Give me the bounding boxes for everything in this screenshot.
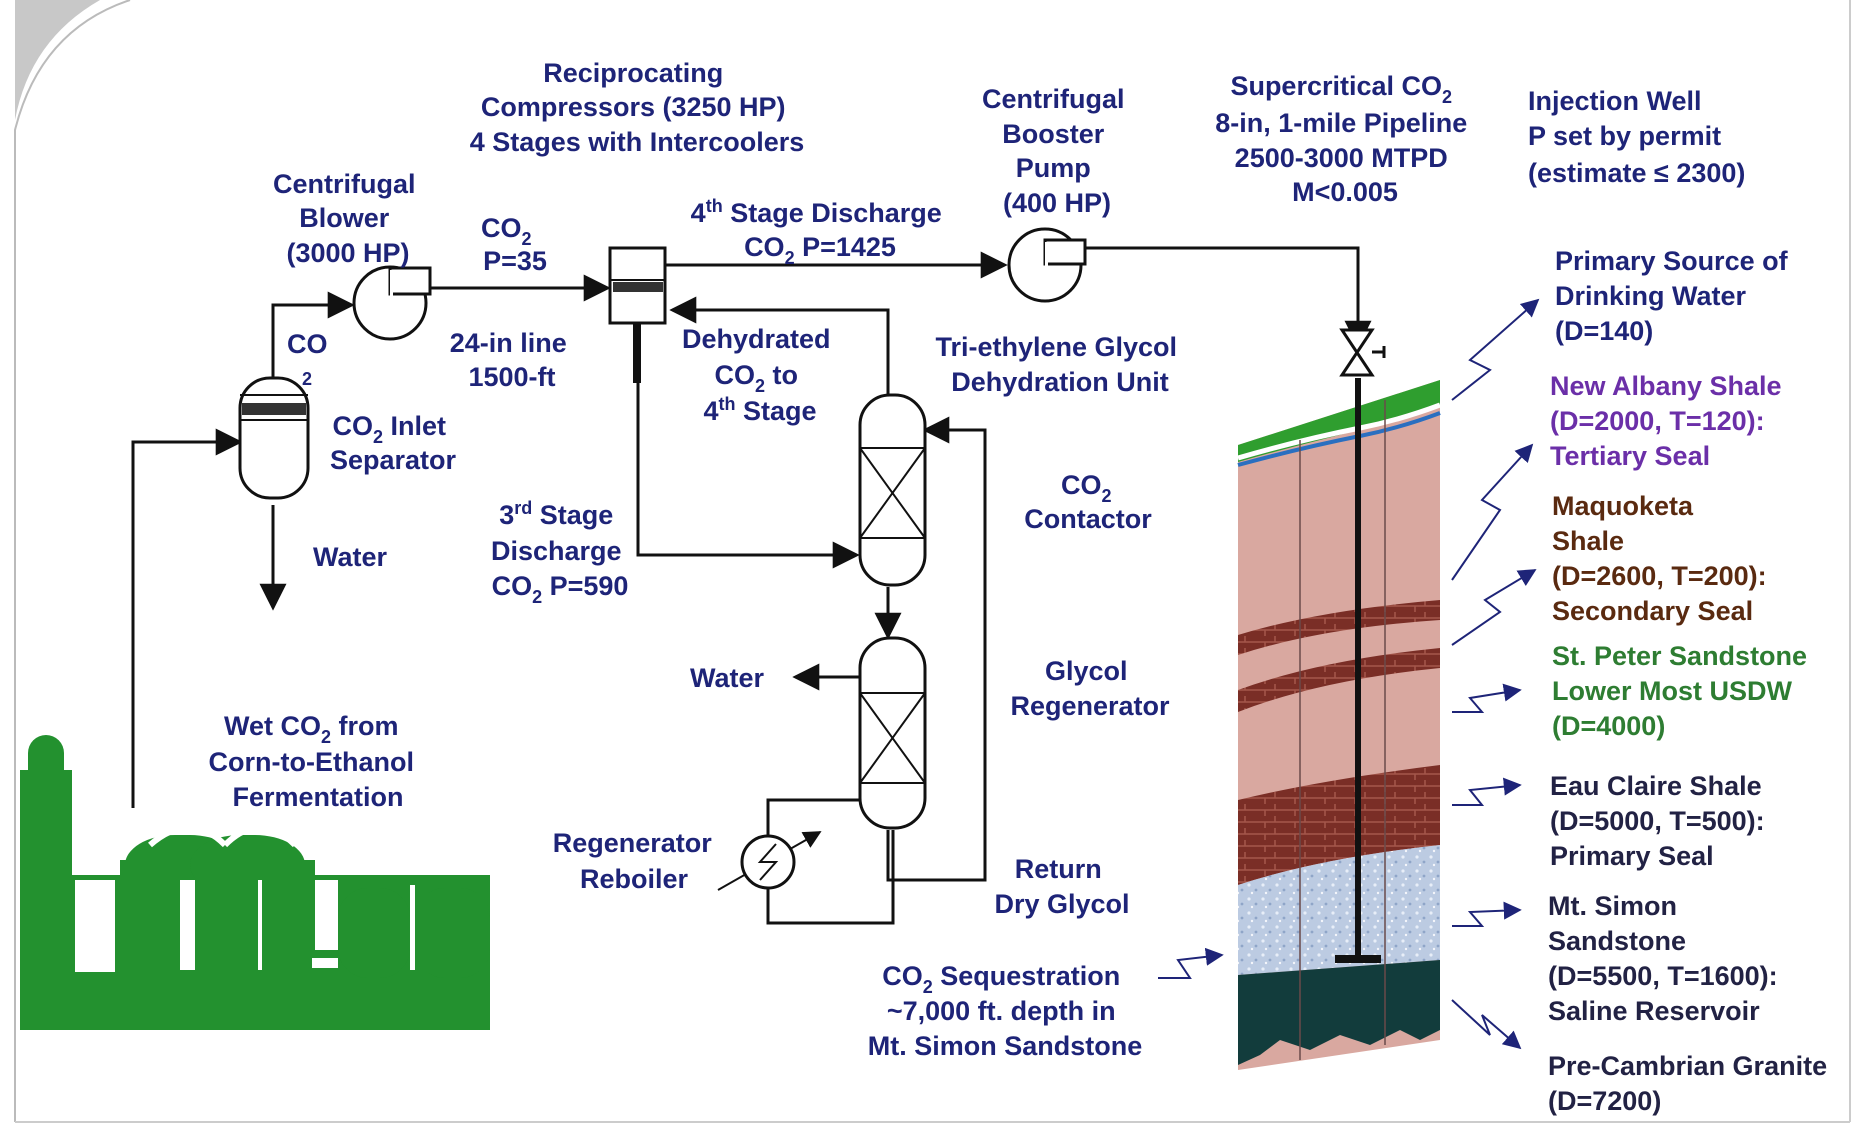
layer-label-new-albany-shale: New Albany Shale (D=2000, T=120): Tertia…	[1550, 371, 1789, 471]
reboiler-icon	[740, 834, 796, 890]
eau-claire-shale	[1238, 765, 1440, 885]
wet-co2-label: Wet CO2 from Corn-to-Ethanol Fermentatio…	[209, 711, 422, 812]
pipeline-line	[1085, 246, 1372, 348]
booster-pump-icon	[1007, 227, 1087, 303]
return-glycol-label: Return Dry Glycol	[994, 854, 1129, 919]
layer-label-drinking-water: Primary Source of Drinking Water (D=140)	[1555, 246, 1795, 346]
separator-to-blower-line	[271, 291, 355, 380]
ethanol-plant-icon	[20, 735, 490, 1030]
inlet-separator-label: CO2 Inlet Separator	[330, 411, 457, 475]
centrifugal-blower-icon	[352, 265, 432, 341]
booster-pump-label: Centrifugal Booster Pump (400 HP)	[982, 84, 1132, 218]
corner-shade	[15, 0, 100, 120]
pipeline-label: Supercritical CO2 8-in, 1-mile Pipeline …	[1215, 71, 1475, 207]
blower-label: Centrifugal Blower (3000 HP)	[273, 169, 423, 268]
layer-label-st-peter-sandstone: St. Peter Sandstone Lower Most USDW (D=4…	[1552, 641, 1815, 741]
mt-simon-sandstone	[1238, 845, 1440, 975]
inlet-separator	[238, 376, 310, 500]
glycol-regenerator-label: Glycol Regenerator	[1010, 656, 1170, 721]
co2-line-label: CO2 P=35	[481, 213, 547, 276]
water-label-left: Water	[313, 542, 388, 572]
sequestration-label: CO2 Sequestration ~7,000 ft. depth in Mt…	[868, 961, 1143, 1061]
contactor-label: CO2 Contactor	[1024, 470, 1152, 534]
layer-label-eau-claire-shale: Eau Claire Shale (D=5000, T=500): Primar…	[1550, 771, 1772, 871]
layer-leaders	[1158, 298, 1540, 1050]
shale-band-2	[1238, 648, 1440, 712]
dehydrated-label: Dehydrated CO2 to 4th Stage	[682, 324, 838, 426]
page-frame	[14, 0, 131, 1122]
return-glycol-line	[886, 416, 987, 882]
teg-unit-label: Tri-ethylene Glycol Dehydration Unit	[935, 332, 1184, 397]
compressors-label: Reciprocating Compressors (3250 HP) 4 St…	[470, 58, 805, 157]
reboiler-loop-line	[766, 798, 895, 925]
stage3-discharge-label: 3rd Stage Discharge CO2 P=590	[491, 498, 629, 607]
shale-band-1	[1238, 600, 1440, 655]
flow-lines	[131, 246, 1372, 925]
water-label-mid: Water	[690, 663, 765, 693]
co2-contactor-column	[858, 393, 927, 587]
injection-well-bore	[1355, 378, 1361, 958]
dehydrated-return-line	[669, 296, 890, 398]
reciprocating-compressor-icon	[608, 246, 667, 383]
wet-co2-line	[131, 428, 243, 808]
layer-label-mt-simon-sandstone: Mt. Simon Sandstone (D=5500, T=1600): Sa…	[1548, 891, 1785, 1026]
reboiler-label: Regenerator Reboiler	[553, 828, 720, 894]
labels: Reciprocating Compressors (3250 HP) 4 St…	[209, 58, 1746, 1061]
geologic-column	[1237, 328, 1441, 1070]
layer-label-pre-cambrian-granite: Pre-Cambrian Granite (D=7200)	[1548, 1051, 1835, 1116]
grass-layer	[1238, 380, 1440, 462]
stage4-discharge-label: 4th Stage Discharge CO2 P=1425	[691, 196, 950, 268]
layer-label-maquoketa-shale: Maquoketa Shale (D=2600, T=200): Seconda…	[1552, 491, 1774, 626]
wellhead-valve-icon	[1339, 328, 1375, 377]
line-24in-label: 24-in line 1500-ft	[450, 328, 575, 392]
injection-well-label: Injection Well P set by permit (estimate…	[1528, 86, 1745, 188]
layer-labels: Primary Source of Drinking Water (D=140)…	[1548, 246, 1835, 1116]
stage3-discharge-line	[636, 318, 860, 569]
glycol-regenerator-column	[858, 636, 927, 830]
granite-layer	[1238, 960, 1440, 1065]
